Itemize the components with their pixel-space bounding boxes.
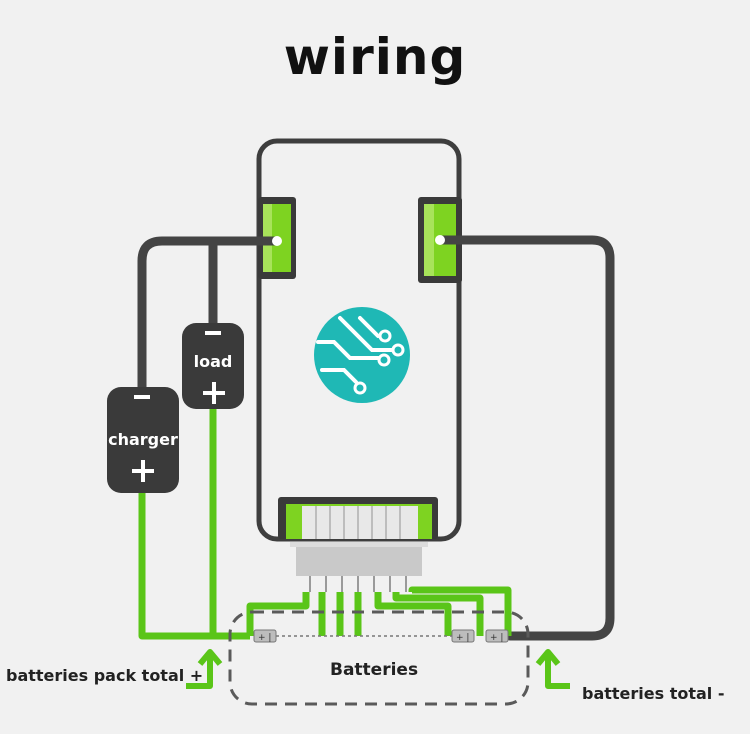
green-wires [138, 409, 512, 640]
balance-plug [290, 542, 428, 592]
charger-label: charger [108, 430, 178, 449]
balance-wire-5 [374, 592, 452, 636]
svg-text:+ |: + | [490, 633, 503, 643]
title: wiring [283, 28, 467, 86]
dark-wires [137, 235, 615, 641]
wire-b-minus-to-charger [137, 236, 282, 395]
total-minus-label: batteries total - [582, 684, 725, 703]
balance-wire-7 [408, 586, 512, 636]
battery-cell-2: + | [451, 629, 475, 643]
battery-pack: + | + | + | [228, 610, 530, 706]
terminal-p-minus [435, 235, 445, 245]
balance-wire-1 [246, 592, 310, 636]
pack-total-plus-label: batteries pack total + [6, 666, 204, 685]
terminal-b-minus [272, 236, 282, 246]
balance-connector-pad [278, 497, 438, 539]
svg-text:+ |: + | [258, 633, 271, 643]
arrow-up-icon [535, 649, 570, 689]
wire-charger-plus [138, 493, 250, 640]
svg-text:+ |: + | [456, 633, 469, 643]
charger-block [107, 387, 179, 493]
balance-wire-6 [392, 592, 484, 636]
batteries-label: Batteries [330, 660, 419, 680]
battery-cell-1: + | [253, 629, 277, 643]
wire-p-minus-to-pack [435, 235, 615, 641]
load-block [182, 323, 244, 409]
bms-board [256, 138, 462, 592]
battery-cell-3: + | [485, 629, 509, 643]
arrow-up-icon [186, 649, 223, 689]
load-label: load [193, 352, 233, 371]
circuit-logo-icon [314, 307, 410, 403]
